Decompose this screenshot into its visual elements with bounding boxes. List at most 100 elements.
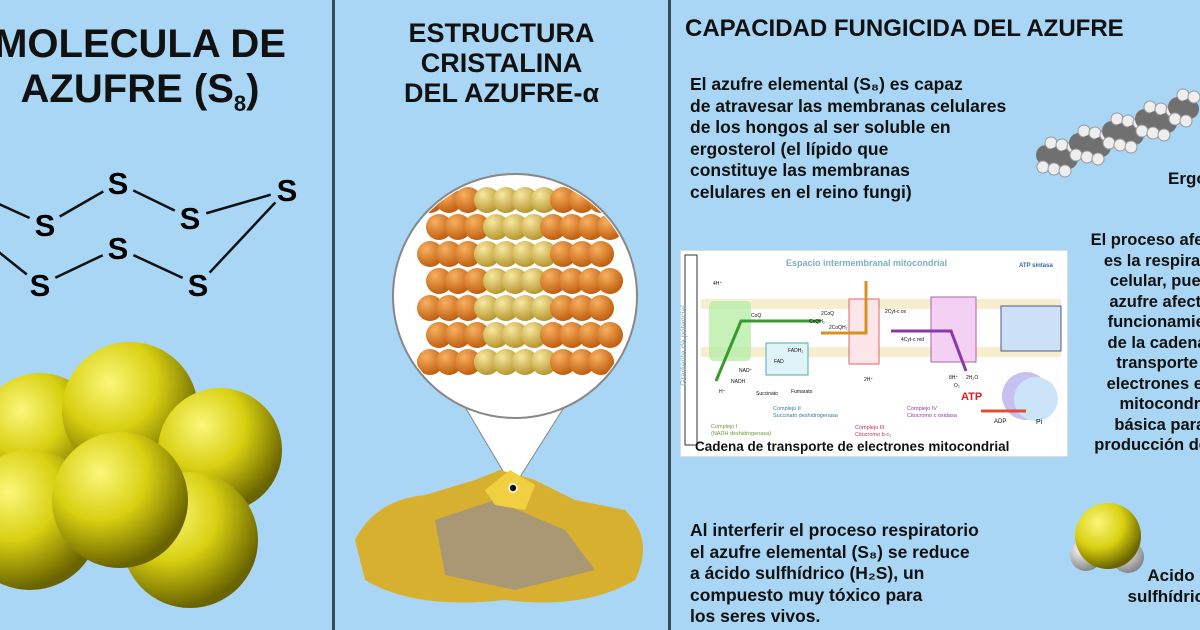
text-line: celular, pues el <box>1109 272 1200 290</box>
space-label: Espacio intermembranal mitocondrial <box>786 258 948 268</box>
sulfur-atom-label: S <box>30 268 51 303</box>
h2s-label-line: Acido <box>1147 566 1195 585</box>
diagram-label: O₂ <box>954 383 960 389</box>
sulfur-atom <box>483 322 509 348</box>
diagram-label: Fumarato <box>791 389 813 395</box>
complex2-sub: Succinato deshidrogenasa <box>773 413 838 419</box>
sulfur-atom <box>569 241 595 267</box>
sulfur-atom <box>521 214 547 240</box>
diagram-label: 2CoQH₂ <box>829 325 848 331</box>
text-line: de la cadena de <box>1107 333 1200 352</box>
sulfur-atom <box>464 214 490 240</box>
text-line: básica para la <box>1114 415 1200 434</box>
sulfur-atom-label: S <box>35 208 56 243</box>
text-line: de atravesar las membranas celulares <box>690 95 1007 116</box>
sulfur-atom <box>493 241 519 267</box>
sulfur-atom <box>436 295 462 321</box>
complex1-label: Complejo I <box>711 424 738 430</box>
atom-bg <box>181 268 215 302</box>
sulfur-atom <box>512 241 538 267</box>
hydrogen-atom <box>1091 152 1105 166</box>
sulfur-atom <box>531 295 557 321</box>
sulfur-atom <box>588 349 614 375</box>
sulfur-atom <box>426 322 452 348</box>
sulfur-atom <box>578 268 604 294</box>
text-line: electrones en la <box>1106 374 1200 393</box>
atom-bg <box>173 201 207 235</box>
sulfur-atom-label: S <box>108 166 129 201</box>
text-line: de los hongos al ser soluble en <box>690 117 951 137</box>
complex-1 <box>709 301 751 361</box>
text-line: El proceso afectado <box>1090 231 1200 249</box>
electron-transport-chain-diagram: Espacio intermembranal mitocondrial Grad… <box>678 250 1068 457</box>
text-line: transporte de <box>1116 354 1200 372</box>
complex-2 <box>765 342 809 376</box>
sulfur-atom <box>512 187 538 213</box>
text-line: constituye las membranas <box>690 160 910 180</box>
hydrogen-atom <box>1187 90 1200 104</box>
diagram-label: 8H⁺ <box>949 375 959 381</box>
sulfur-atom <box>445 322 471 348</box>
adp-label: ADP <box>994 419 1007 425</box>
crystal-title: ESTRUCTURA CRISTALINA DEL AZUFRE-α <box>335 18 668 109</box>
gradient-bar <box>684 254 698 446</box>
title-end: ) <box>246 66 260 111</box>
divider <box>668 0 671 630</box>
sulfur-atom <box>559 322 585 348</box>
sulfur-atom <box>493 295 519 321</box>
sulfur-atom <box>531 349 557 375</box>
diagram-label: Succinato <box>756 391 778 397</box>
sulfur-atom <box>436 241 462 267</box>
hydrogen-atom <box>1135 124 1149 138</box>
sulfur-atom <box>540 214 566 240</box>
sulfur-atom <box>474 187 500 213</box>
sulfur-atom <box>550 187 576 213</box>
h2s-label: Acido sulfhídrico <box>1111 565 1200 607</box>
sulfur-atom <box>474 241 500 267</box>
sulfur-atom <box>521 268 547 294</box>
title-text: AZUFRE (S <box>20 66 234 111</box>
sulfur-atom <box>502 268 528 294</box>
s8-space-filling-model <box>0 342 282 608</box>
sulfur-atom <box>464 268 490 294</box>
diagram-label: CoQ <box>751 313 762 319</box>
diagram-label: NAD⁺ <box>739 368 753 374</box>
sulfur-atom <box>455 241 481 267</box>
sulfur-atom <box>436 349 462 375</box>
sulfur-atom <box>559 268 585 294</box>
sulfur-atom <box>417 295 443 321</box>
sulfur-atom <box>493 349 519 375</box>
sulfur-atom <box>550 241 576 267</box>
atom-bg <box>23 268 57 302</box>
sulfur-atom <box>540 322 566 348</box>
sulfur-atom <box>445 214 471 240</box>
sulfur-atom <box>417 241 443 267</box>
atp-synthase-label: ATP sintasa <box>1019 263 1053 269</box>
electron-path <box>821 281 868 335</box>
diagram-label: FAD <box>774 359 784 365</box>
sulfur-atom <box>445 268 471 294</box>
atp-synthase-head <box>1014 377 1058 421</box>
sulfur-atom <box>569 295 595 321</box>
text-line: compuesto muy tóxico para <box>690 584 923 605</box>
sulfur-atom <box>588 241 614 267</box>
crystal-illustration <box>355 173 643 603</box>
sulfur-atom <box>417 349 443 375</box>
ergosterol-label: Ergosterol <box>1168 169 1200 188</box>
divider <box>332 0 335 630</box>
hydrogen-atom <box>1036 160 1050 174</box>
sulfur-atom <box>426 214 452 240</box>
sulfur-atom <box>474 295 500 321</box>
diagram-label: H⁺ <box>719 389 726 395</box>
title-sub: 8 <box>233 90 247 116</box>
sulfur-atom <box>455 295 481 321</box>
sulfur-atom <box>597 322 623 348</box>
gradient-label: Gradiente de potencial <box>678 305 688 386</box>
text-line: el azufre elemental (S₈) se reduce <box>690 541 970 562</box>
diagram-label: NADH <box>731 379 746 385</box>
hydrogen-atom <box>1146 126 1160 140</box>
text-line: a ácido sulfhídrico (H₂S), un <box>690 563 925 583</box>
complex3-sub: Citocromo b-c₁ <box>855 432 892 438</box>
